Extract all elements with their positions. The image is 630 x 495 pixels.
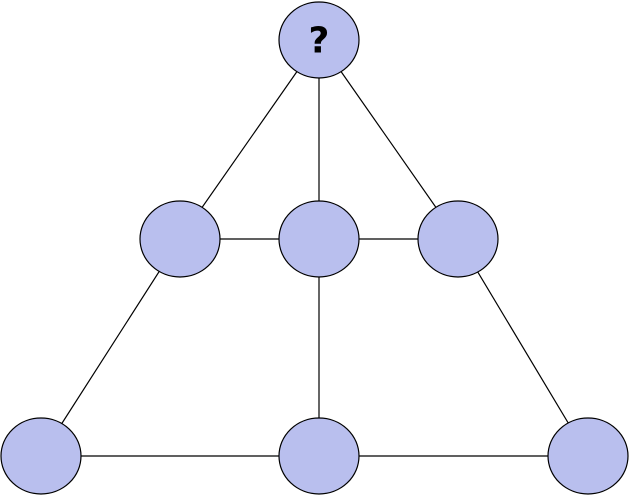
node-label-top: ? (309, 21, 330, 62)
node-circle-middle-center (278, 200, 360, 278)
edge-middle-left-to-bottom-left (40, 238, 181, 457)
edge-top-to-middle-right (318, 39, 459, 240)
node-circle-top (278, 1, 360, 79)
edge-middle-right-to-bottom-right (457, 238, 589, 457)
node-circle-bottom-center (278, 417, 360, 495)
node-bottom-right (547, 417, 629, 495)
node-middle-left (139, 200, 221, 278)
node-circle-middle-left (139, 200, 221, 278)
node-circle-middle-right (417, 200, 499, 278)
node-bottom-center (278, 417, 360, 495)
node-circle-bottom-right (547, 417, 629, 495)
edge-top-to-middle-left (179, 39, 320, 240)
node-top: ? (278, 1, 360, 79)
node-bottom-left (0, 417, 82, 495)
node-circle-bottom-left (0, 417, 82, 495)
node-middle-center (278, 200, 360, 278)
node-middle-right (417, 200, 499, 278)
